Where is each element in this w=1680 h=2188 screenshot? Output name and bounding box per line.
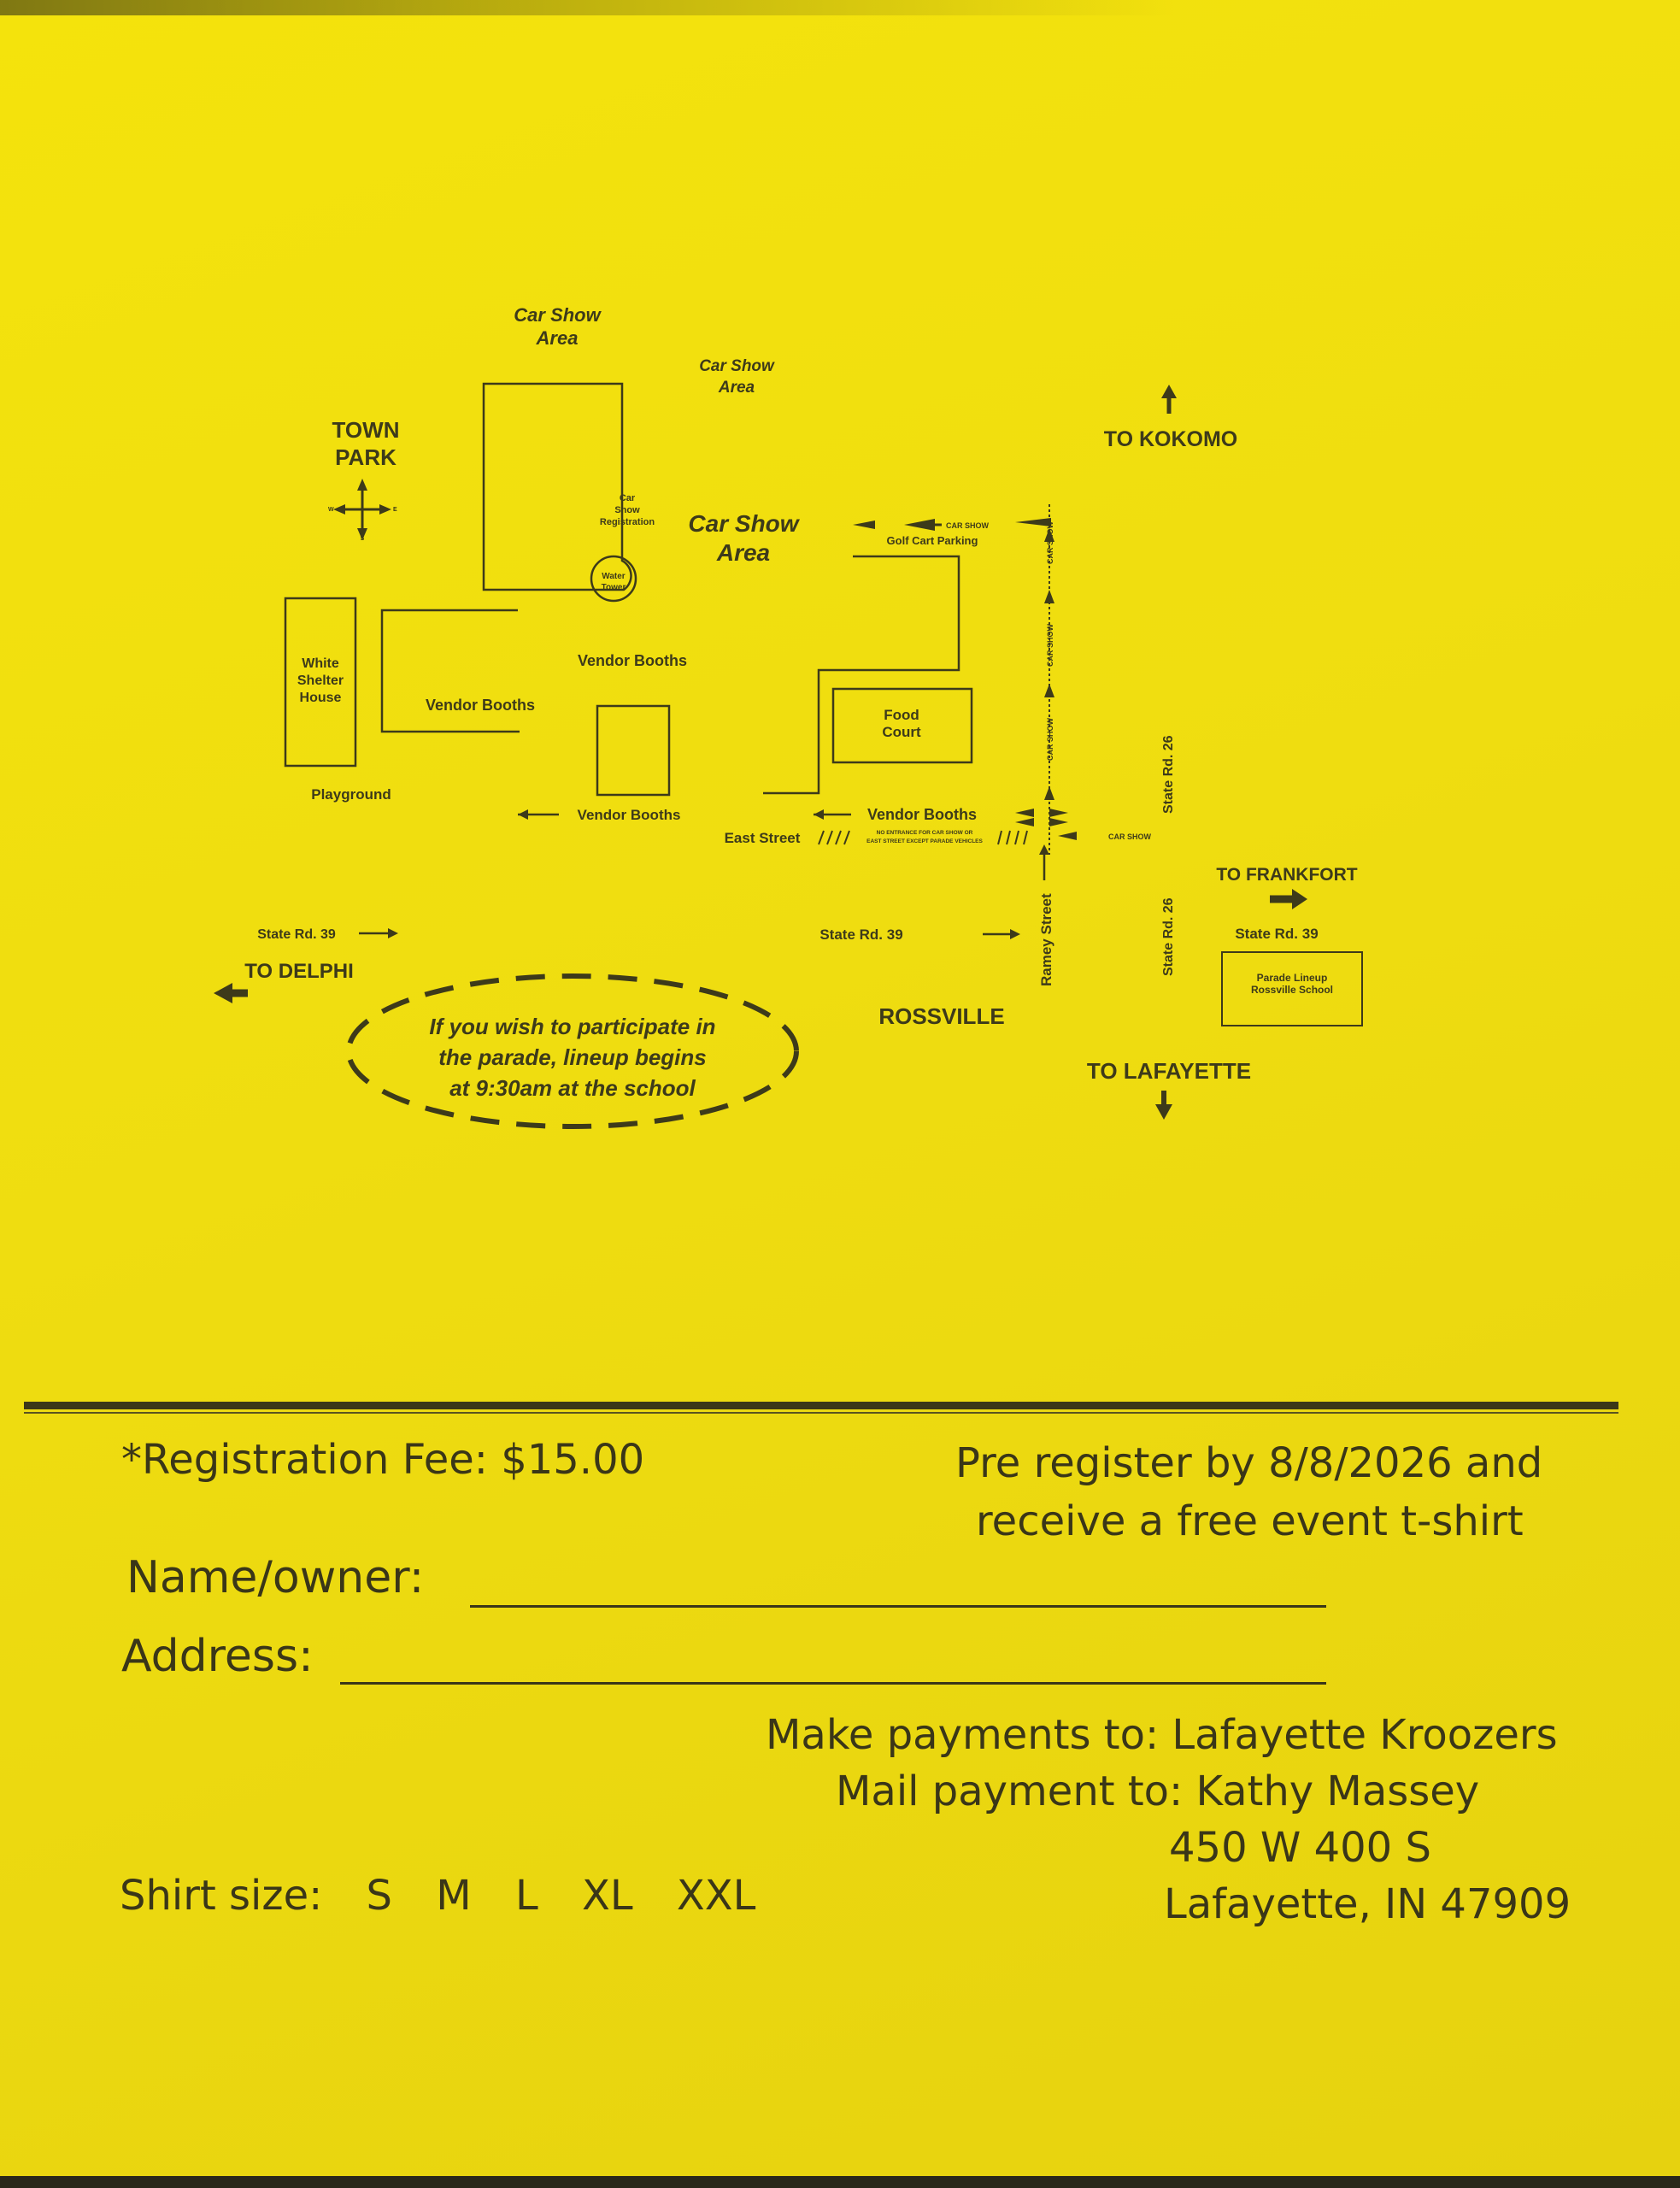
- state-rd-26-top-label: State Rd. 26: [1161, 735, 1176, 814]
- state-rd-39-left-label: State Rd. 39: [257, 927, 336, 942]
- name-owner-label: Name/owner:: [126, 1552, 425, 1603]
- mail-payment-to: Mail payment to: Kathy Massey: [836, 1767, 1480, 1815]
- make-payments-to: Make payments to: Lafayette Kroozers: [766, 1711, 1558, 1759]
- preregister-line-2: receive a free event t-shirt: [976, 1497, 1524, 1545]
- shirt-size-l[interactable]: L: [514, 1872, 538, 1920]
- svg-text:CAR SHOW: CAR SHOW: [946, 521, 990, 530]
- arrow-left-icon: [214, 983, 248, 1003]
- shirt-size-xl[interactable]: XL: [581, 1872, 633, 1920]
- name-owner-field[interactable]: [470, 1605, 1326, 1608]
- svg-text:CAR SHOW: CAR SHOW: [1046, 717, 1054, 761]
- parade-note-line-3: at 9:30am at the school: [449, 1075, 696, 1101]
- parade-note-oval: [346, 973, 799, 1129]
- photo-edge-shadow: [0, 0, 1680, 15]
- vendor-booth-block: [596, 704, 671, 797]
- car-show-area-label-center-2: Area: [716, 539, 770, 566]
- state-rd-39-right-label: State Rd. 39: [1235, 926, 1318, 942]
- water-tower-label: Water: [602, 572, 626, 581]
- arrow-left-icon: [814, 809, 851, 820]
- white-shelter-house-label-3: House: [300, 691, 342, 705]
- to-frankfort-label: TO FRANKFORT: [1216, 865, 1357, 885]
- address-label: Address:: [121, 1631, 314, 1682]
- vendor-booths-center-label: Vendor Booths: [578, 652, 687, 669]
- arrow-right-icon: [359, 928, 398, 938]
- white-shelter-house-outline: [284, 597, 357, 768]
- food-court-outline: [831, 687, 973, 764]
- food-court-label-2: Court: [882, 724, 921, 740]
- town-park-label: TOWN: [332, 417, 400, 443]
- white-shelter-house-label-2: Shelter: [297, 673, 344, 688]
- car-show-route-top: CAR SHOW: [853, 518, 1051, 531]
- food-court-label: Food: [884, 707, 919, 723]
- arrow-down-icon: [1155, 1091, 1172, 1120]
- compass-rose-icon: N S E W: [328, 479, 397, 542]
- svg-text:CAR SHOW: CAR SHOW: [1108, 832, 1152, 841]
- to-delphi-label: TO DELPHI: [244, 960, 354, 983]
- to-kokomo-label: TO KOKOMO: [1104, 427, 1237, 451]
- water-tower-label-2: Tower: [602, 583, 626, 592]
- parade-lineup-label-2: Rossville School: [1251, 984, 1333, 996]
- ramey-street-label: Ramey Street: [1038, 893, 1054, 986]
- mail-address-line-2: Lafayette, IN 47909: [1164, 1880, 1571, 1928]
- svg-text:S: S: [361, 536, 365, 542]
- car-show-area-label-top-2: Area: [536, 327, 579, 349]
- car-show-area-outline: [482, 382, 632, 591]
- event-map: Car Show Area Car Show Area Car Show Are…: [214, 304, 1363, 1129]
- shirt-size-xxl[interactable]: XXL: [676, 1872, 756, 1920]
- state-rd-26-bottom-label: State Rd. 26: [1161, 897, 1176, 976]
- rossville-label: ROSSVILLE: [878, 1003, 1004, 1029]
- registration-fee: *Registration Fee: $15.00: [121, 1436, 645, 1484]
- no-entrance-note: NO ENTRANCE FOR CAR SHOW OR: [877, 830, 973, 836]
- parade-note-line-1: If you wish to participate in: [429, 1014, 715, 1039]
- parade-note-line-2: the parade, lineup begins: [438, 1044, 707, 1070]
- parade-lineup-outline: [1221, 951, 1363, 1026]
- hatch-marks: [818, 830, 1028, 845]
- car-show-area-label-center: Car Show: [688, 510, 800, 537]
- photo-bottom-edge: [0, 2176, 1680, 2188]
- vendor-booths-bottom-left-label: Vendor Booths: [578, 807, 681, 823]
- vendor-booths-bottom-right-label: Vendor Booths: [867, 806, 977, 823]
- golf-cart-parking-outline: [763, 555, 960, 795]
- car-show-registration-label-2: Show: [614, 505, 640, 515]
- svg-text:CAR SHOW: CAR SHOW: [1046, 623, 1054, 667]
- address-field[interactable]: [340, 1682, 1326, 1685]
- vendor-booths-left-label: Vendor Booths: [426, 697, 535, 714]
- state-rd-39-center-label: State Rd. 39: [819, 926, 902, 943]
- car-show-area-label-upper-right: Car Show: [699, 357, 775, 375]
- car-show-registration-label: Car: [620, 493, 636, 503]
- town-park-label-2: PARK: [335, 444, 397, 470]
- svg-text:W: W: [328, 507, 334, 513]
- arrow-left-icon: [518, 809, 559, 820]
- car-show-area-label-top: Car Show: [514, 304, 602, 326]
- golf-cart-parking-label: Golf Cart Parking: [887, 534, 978, 547]
- svg-text:CAR SHOW: CAR SHOW: [1046, 521, 1054, 564]
- car-show-area-label-upper-right-2: Area: [718, 379, 755, 397]
- mail-address-line-1: 450 W 400 S: [1169, 1824, 1431, 1872]
- shirt-size-row: Shirt size: S M L XL XXL: [120, 1872, 786, 1920]
- svg-text:N: N: [360, 483, 364, 489]
- shirt-size-label: Shirt size:: [120, 1872, 323, 1920]
- arrow-up-icon: [1039, 844, 1049, 880]
- arrow-right-icon: [1270, 889, 1307, 909]
- preregister-line-1: Pre register by 8/8/2026 and: [955, 1439, 1543, 1487]
- parade-lineup-label: Parade Lineup: [1257, 972, 1328, 984]
- vendor-booths-left-outline: [380, 609, 520, 733]
- to-lafayette-label: TO LAFAYETTE: [1087, 1058, 1251, 1084]
- playground-label: Playground: [311, 786, 391, 803]
- intersection-arrows: CAR SHOW: [1015, 809, 1152, 841]
- section-divider: [24, 1402, 1618, 1409]
- arrow-up-icon: [1161, 385, 1177, 414]
- shirt-size-m[interactable]: M: [436, 1872, 472, 1920]
- water-tower-icon: [590, 555, 637, 603]
- section-divider-shadow: [24, 1412, 1618, 1414]
- car-show-route-vertical: CAR SHOW CAR SHOW CAR SHOW: [1044, 504, 1054, 855]
- no-entrance-note-2: EAST STREET EXCEPT PARADE VEHICLES: [866, 838, 983, 844]
- arrow-right-icon: [983, 929, 1020, 939]
- car-show-registration-label-3: Registration: [600, 517, 655, 527]
- svg-text:E: E: [393, 507, 397, 513]
- east-street-label: East Street: [725, 830, 801, 846]
- shirt-size-s[interactable]: S: [366, 1872, 393, 1920]
- white-shelter-house-label: White: [302, 656, 339, 671]
